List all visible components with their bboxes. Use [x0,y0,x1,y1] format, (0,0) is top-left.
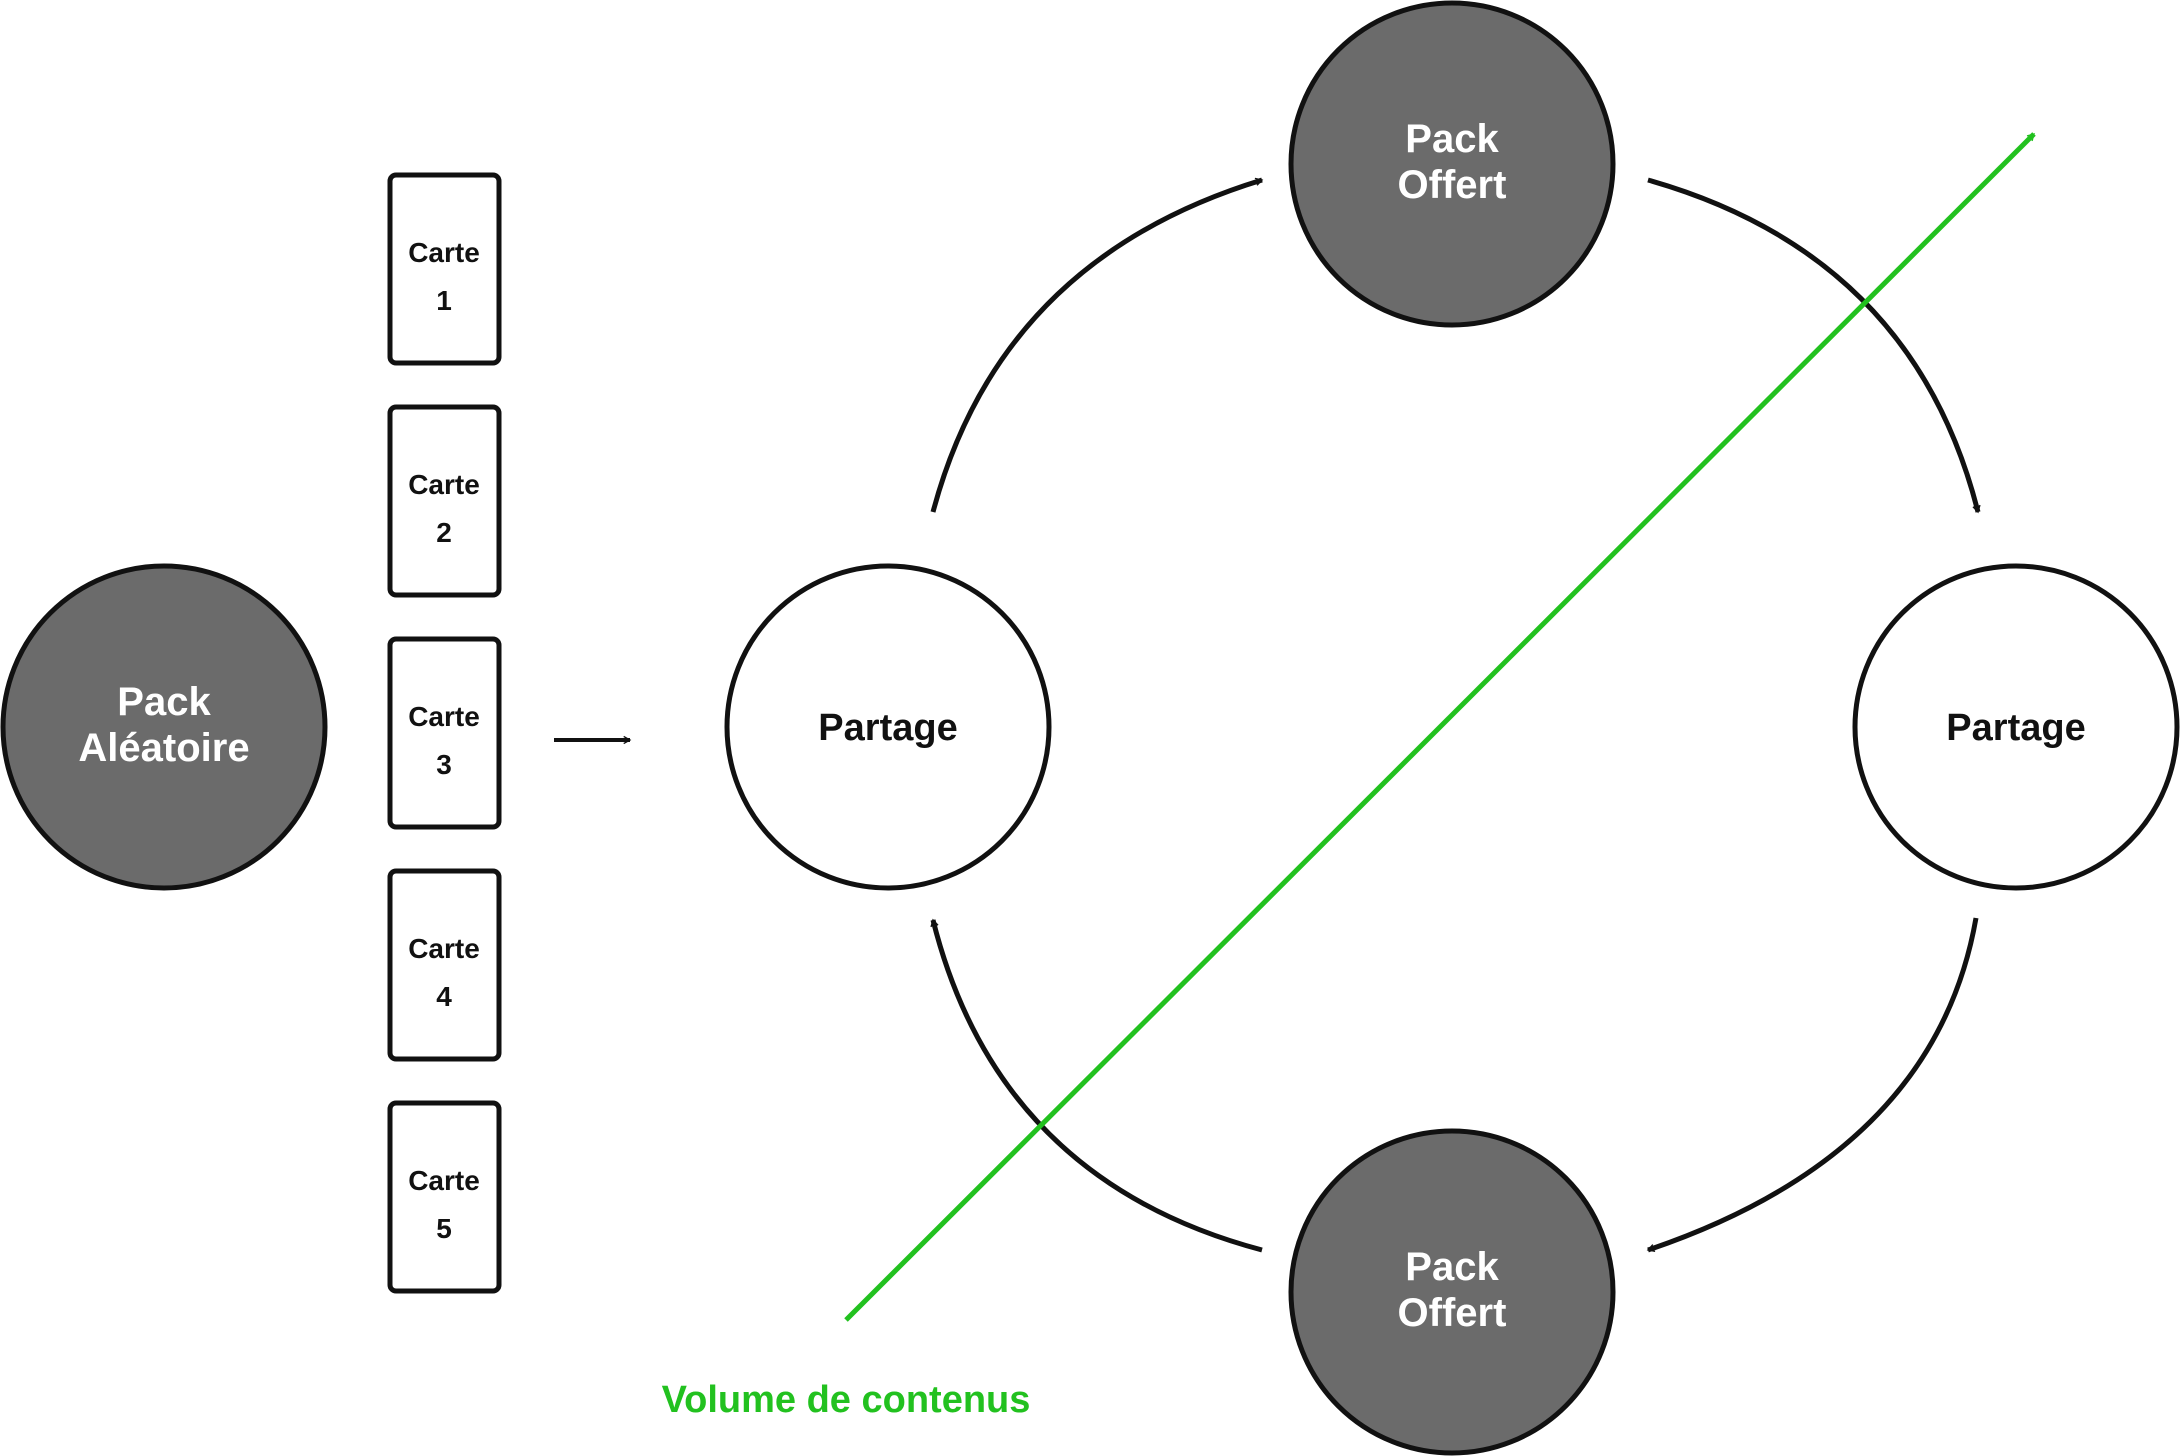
card-5: Carte 5 [387,1100,502,1294]
card-4-label-line2: 4 [436,981,452,1012]
pack-random-label-line2: Aléatoire [78,726,249,770]
card-3: Carte 3 [387,636,502,830]
card-4: Carte 4 [387,868,502,1062]
pack-offered-bottom-label-line1: Pack [1405,1245,1499,1289]
pack-offered-bottom-label-line2: Offert [1398,1291,1507,1335]
card-3-label-line1: Carte [408,701,480,732]
card-4-label-line1: Carte [408,933,480,964]
card-stack: Carte 1 Carte 2 Carte 3 Carte 4 Carte 5 [387,172,502,1294]
card-2-label-line2: 2 [436,517,452,548]
volume-arrow [844,132,2036,1322]
share-right-node: Partage [1852,563,2180,891]
pack-bottom-to-share-left-arrow [930,918,1263,1253]
card-1-label-line1: Carte [408,237,480,268]
volume-label: Volume de contenus [662,1379,1031,1421]
pack-offered-top-label-line1: Pack [1405,117,1499,161]
pack-offered-bottom-node: Pack Offert [1288,1128,1616,1456]
card-2: Carte 2 [387,404,502,598]
share-left-to-pack-top-arrow [930,177,1264,513]
pack-offered-top-node: Pack Offert [1288,0,1616,328]
pack-random-label-line1: Pack [117,680,211,724]
pack-top-to-share-right-arrow [1647,177,1981,514]
share-left-node: Partage [724,563,1052,891]
share-right-label: Partage [1946,707,2085,749]
card-2-label-line1: Carte [408,469,480,500]
share-left-label: Partage [818,707,957,749]
pack-random-node: Pack Aléatoire [0,563,328,891]
share-right-to-pack-bottom-arrow [1646,917,1979,1253]
card-1-label-line2: 1 [436,285,452,316]
card-5-label-line1: Carte [408,1165,480,1196]
card-5-label-line2: 5 [436,1213,452,1244]
card-1: Carte 1 [387,172,502,366]
card-3-label-line2: 3 [436,749,452,780]
pack-offered-top-label-line2: Offert [1398,163,1507,207]
